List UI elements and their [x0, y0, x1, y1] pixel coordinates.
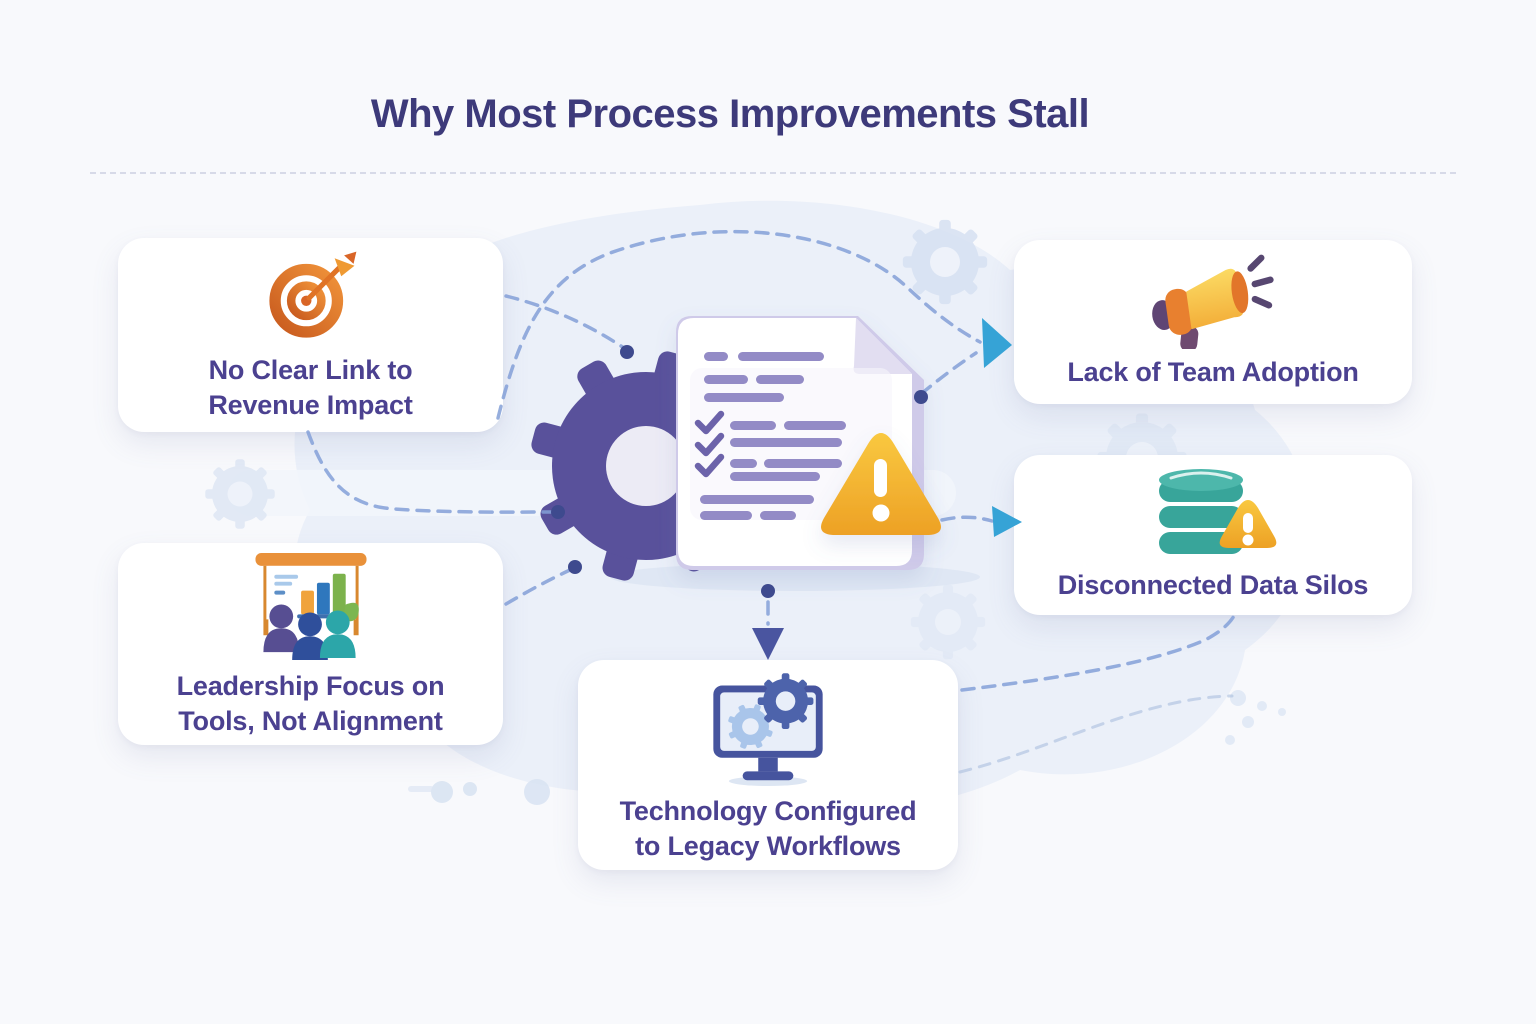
connector-bottom-right-lower: [958, 694, 1234, 774]
connector-warning-to-silos: [940, 515, 994, 523]
faint-gear-left: [205, 459, 275, 529]
screen-gear-light: [720, 696, 780, 756]
background-band: [228, 470, 956, 516]
connector-bottom-right-upper: [960, 612, 1237, 692]
card-label: No Clear Link to Revenue Impact: [208, 354, 413, 420]
connector-sweep-to-adoption: [496, 229, 982, 420]
center-ground-shadow: [610, 563, 980, 591]
card-label: Disconnected Data Silos: [1057, 570, 1369, 601]
faint-gear-bottom: [910, 584, 986, 660]
card-no-clear-link-to-revenue-impact: No Clear Link to Revenue Impact: [118, 238, 503, 432]
faint-dots-right: [1225, 690, 1286, 745]
database-warning-icon: [1159, 469, 1277, 555]
gear-icon: [503, 323, 789, 609]
warning-triangle-small: [1219, 500, 1277, 549]
page-title: Why Most Process Improvements Stall: [370, 92, 1090, 136]
arrowhead-to-technology: [752, 628, 784, 660]
connector-leadership-to-center: [504, 568, 572, 606]
card-leadership-focus-on-tools: Leadership Focus on Tools, Not Alignment: [118, 543, 503, 745]
faint-gear-top: [902, 219, 988, 305]
target-icon: [268, 251, 356, 338]
warning-triangle-icon: [821, 433, 941, 535]
connector-revenue-to-center: [504, 294, 626, 350]
checkmarks: [694, 410, 725, 478]
card-disconnected-data-silos: Disconnected Data Silos: [1014, 455, 1412, 615]
connector-dot-to-adoption: [919, 351, 978, 396]
arrowhead-to-adoption: [982, 318, 1012, 368]
people-silhouettes: [262, 604, 356, 660]
card-label: Leadership Focus on Tools, Not Alignment: [176, 670, 445, 736]
title-divider: [90, 172, 1456, 174]
megaphone-icon: [1152, 255, 1274, 350]
screen-gear-dark: [757, 673, 814, 729]
card-label: Lack of Team Adoption: [1067, 357, 1359, 388]
sound-lines: [1247, 255, 1274, 309]
presentation-chart-icon: [254, 552, 367, 660]
card-technology-configured-legacy: Technology Configured to Legacy Workflow…: [578, 660, 958, 870]
checklist-document-icon: [676, 316, 924, 570]
connector-revenue-down-horizontal: [306, 430, 556, 514]
connector-dots: [551, 345, 928, 598]
faint-dots-left: [408, 779, 550, 805]
card-lack-of-team-adoption: Lack of Team Adoption: [1014, 240, 1412, 404]
card-label: Technology Configured to Legacy Workflow…: [619, 795, 917, 861]
monitor-gears-icon: [713, 673, 823, 786]
